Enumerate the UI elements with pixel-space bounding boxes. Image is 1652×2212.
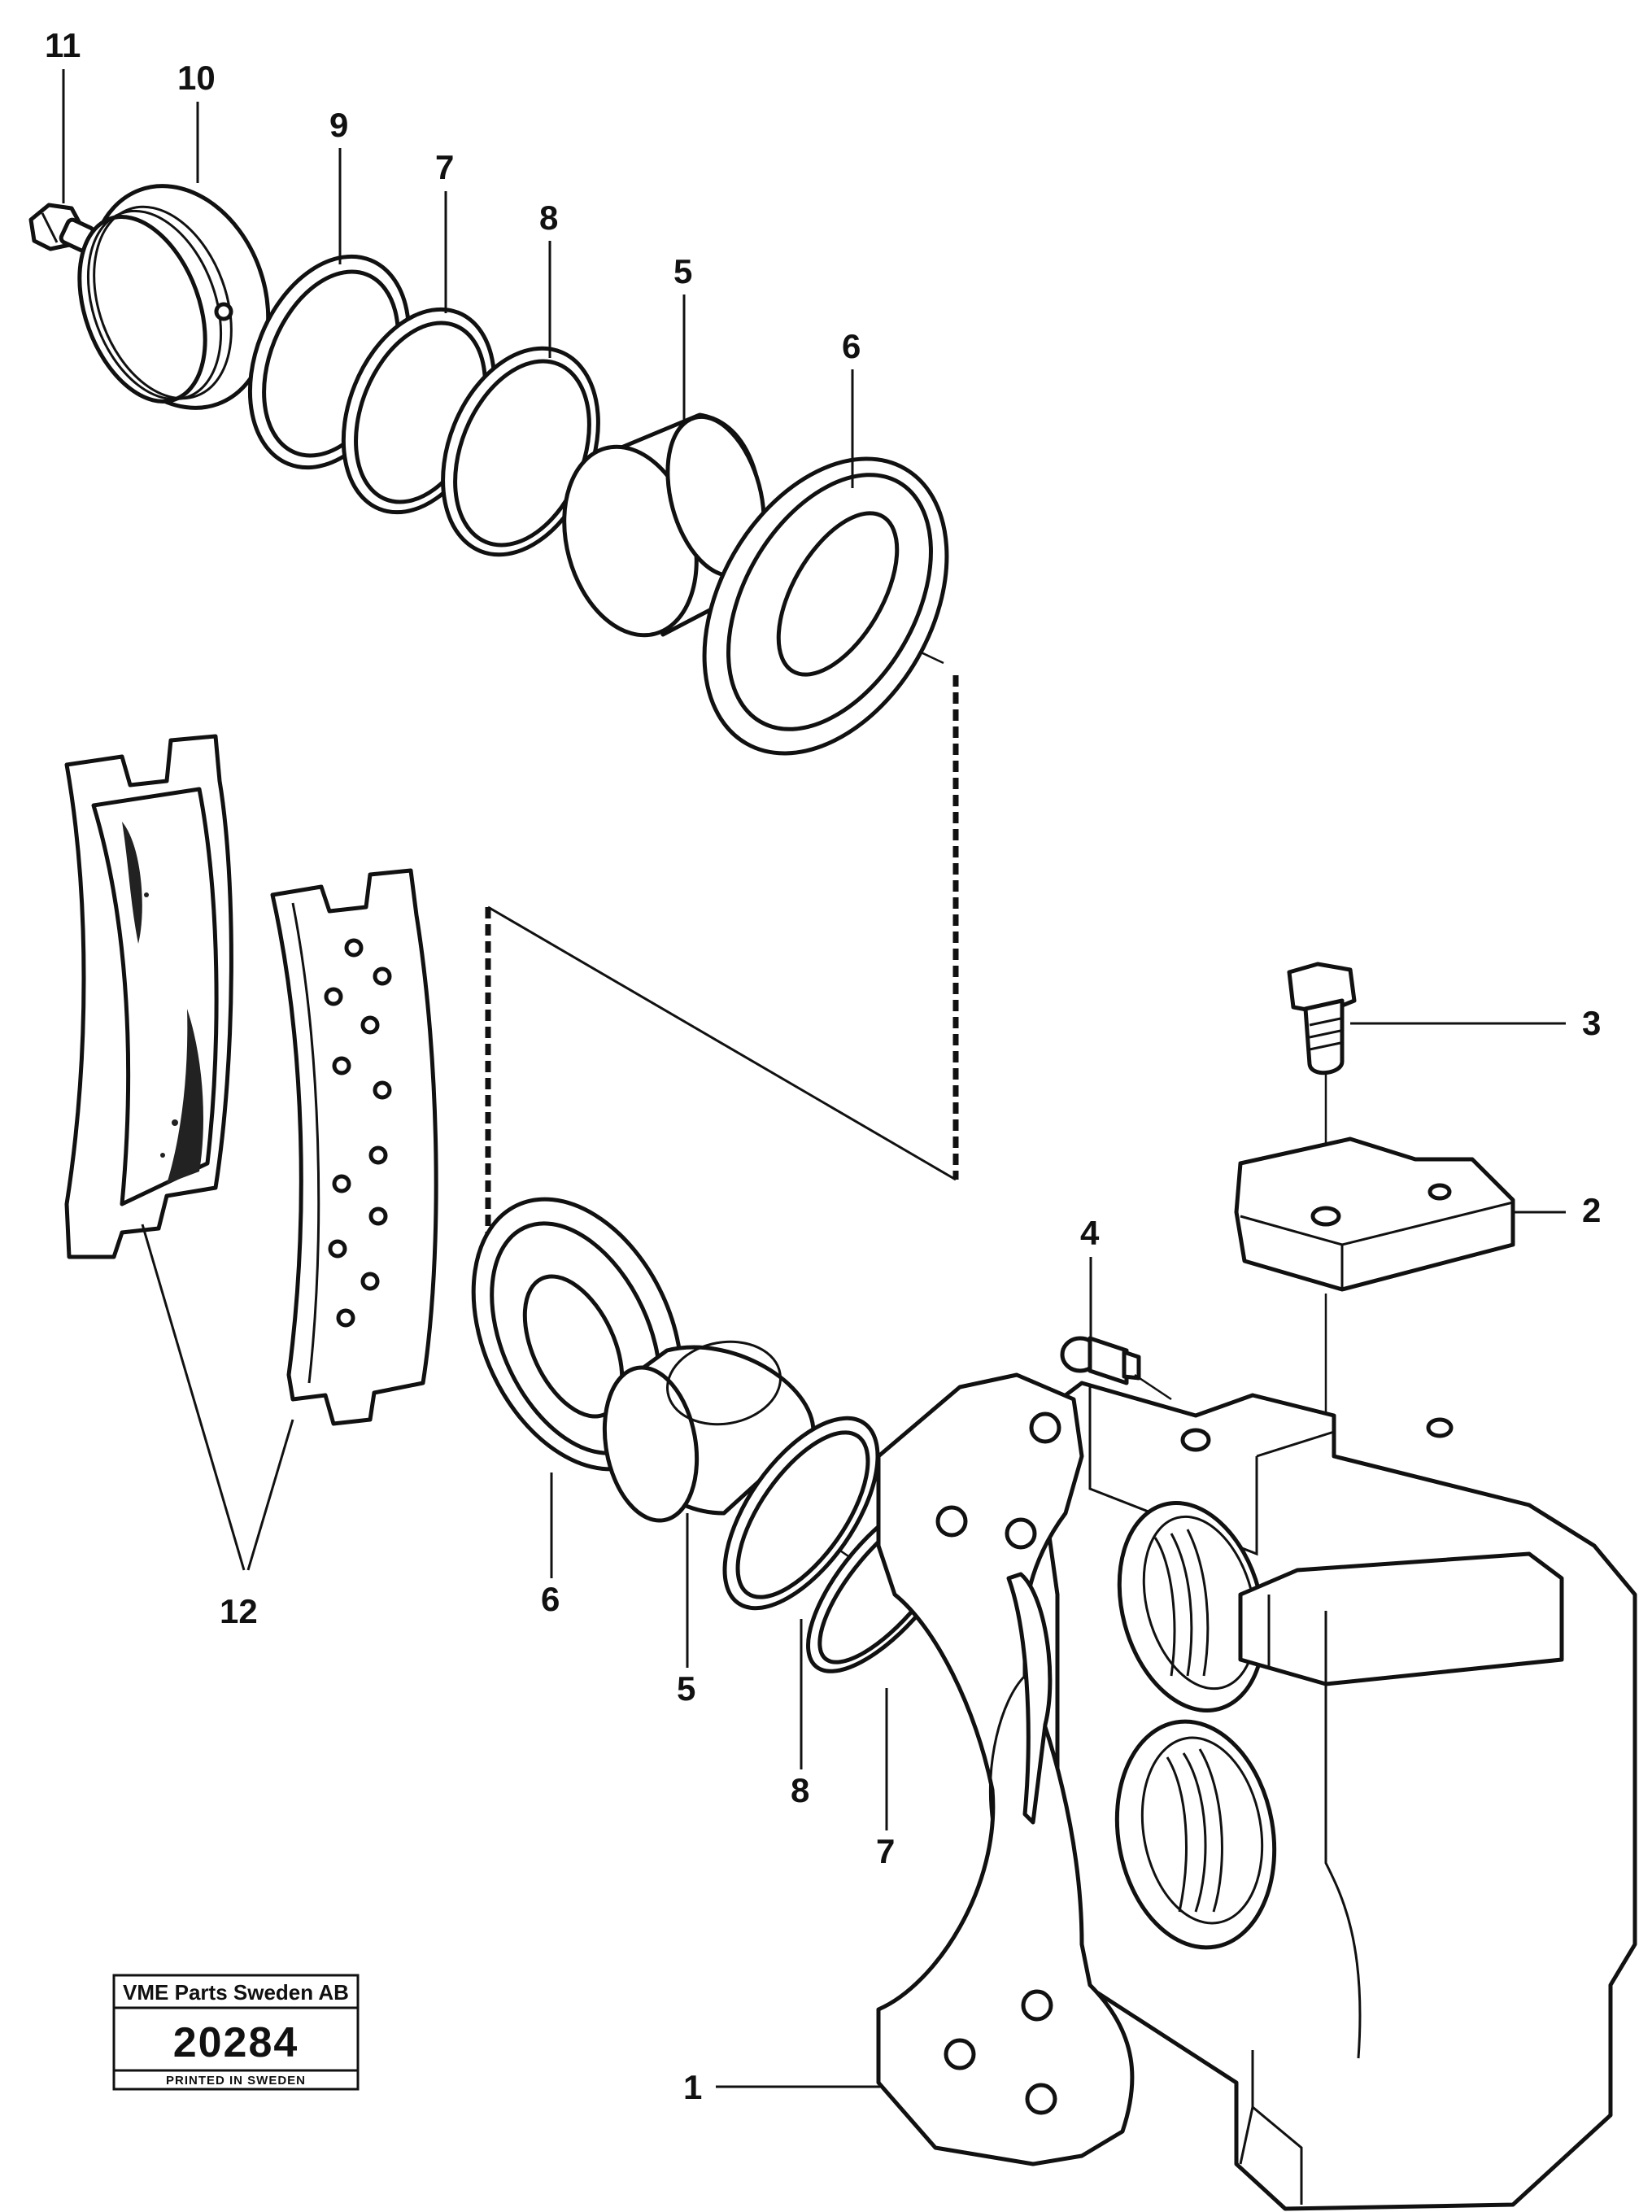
callout-5-top: 5	[673, 252, 692, 290]
part-8-backing-ring-bottom	[722, 1416, 880, 1611]
callout-3: 3	[1582, 1004, 1601, 1042]
stamp-number: 20284	[173, 2019, 299, 2066]
callout-6-top: 6	[842, 327, 861, 365]
leader-12-to-rear-pad	[141, 1224, 246, 1571]
callout-8-bottom: 8	[791, 1771, 809, 1809]
part-12-brake-pads	[64, 734, 438, 1571]
upper-cylinder-assembly	[28, 184, 959, 1310]
callout-7-top: 7	[435, 148, 454, 186]
callout-8-top: 8	[539, 199, 558, 237]
brake-pad-rear	[64, 734, 233, 1259]
callout-5-bottom: 5	[677, 1669, 695, 1708]
callout-6-bottom: 6	[541, 1580, 560, 1618]
part-3-bolt	[1287, 962, 1357, 1075]
part-10-cylinder-cap	[77, 184, 271, 410]
lower-cylinder-assembly	[471, 1197, 1026, 1678]
connector-diagonal	[487, 905, 957, 1181]
part-1-caliper-housing	[876, 1372, 1637, 2211]
brake-pad-front	[270, 868, 438, 1426]
part-6-dust-seal-top	[702, 456, 949, 756]
callout-10: 10	[177, 59, 216, 97]
stamp-printed: PRINTED IN SWEDEN	[166, 2074, 306, 2088]
callouts: 11 10 9 7 8 5 6 3 2 4 12 6 5 8 7 1	[45, 26, 1601, 2106]
stamp-company: VME Parts Sweden AB	[123, 1980, 349, 2005]
callout-12: 12	[220, 1592, 258, 1630]
callout-11: 11	[45, 26, 81, 64]
callout-1: 1	[683, 2068, 702, 2106]
callout-7-bottom: 7	[876, 1832, 895, 1870]
part-2-retainer-plate	[1234, 1137, 1515, 1292]
part-4-grease-nipple	[1060, 1336, 1172, 1401]
publisher-stamp: VME Parts Sweden AB 20284 PRINTED IN SWE…	[112, 1974, 360, 2091]
callout-9: 9	[329, 106, 348, 144]
callout-2: 2	[1582, 1191, 1601, 1229]
callout-4: 4	[1080, 1214, 1100, 1252]
leader-12-to-front-pad	[246, 1419, 294, 1571]
